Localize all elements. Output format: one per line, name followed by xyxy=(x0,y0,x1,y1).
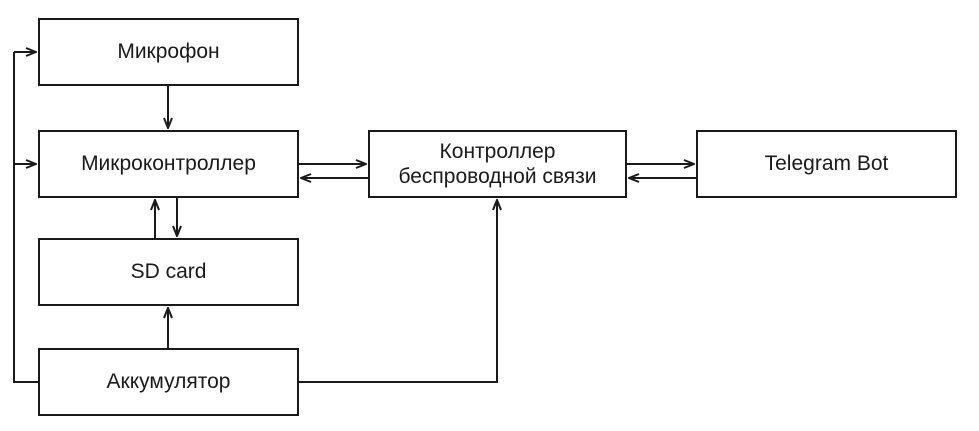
microcontroller-label: Микроконтроллер xyxy=(81,152,256,176)
sd-card-block: SD card xyxy=(38,238,299,306)
battery-label: Аккумулятор xyxy=(106,370,231,394)
wireless-controller-label: Контроллер беспроводной связи xyxy=(398,139,597,188)
microphone-label: Микрофон xyxy=(117,40,220,64)
power-bus-left xyxy=(13,52,38,383)
telegram-bot-block: Telegram Bot xyxy=(696,130,957,198)
arrow-battery-to-wireless xyxy=(299,200,497,383)
sd-card-label: SD card xyxy=(130,260,207,284)
wireless-controller-block: Контроллер беспроводной связи xyxy=(368,130,627,198)
microcontroller-block: Микроконтроллер xyxy=(38,130,299,198)
microphone-block: Микрофон xyxy=(38,18,299,86)
battery-block: Аккумулятор xyxy=(38,348,299,416)
telegram-bot-label: Telegram Bot xyxy=(764,152,889,176)
